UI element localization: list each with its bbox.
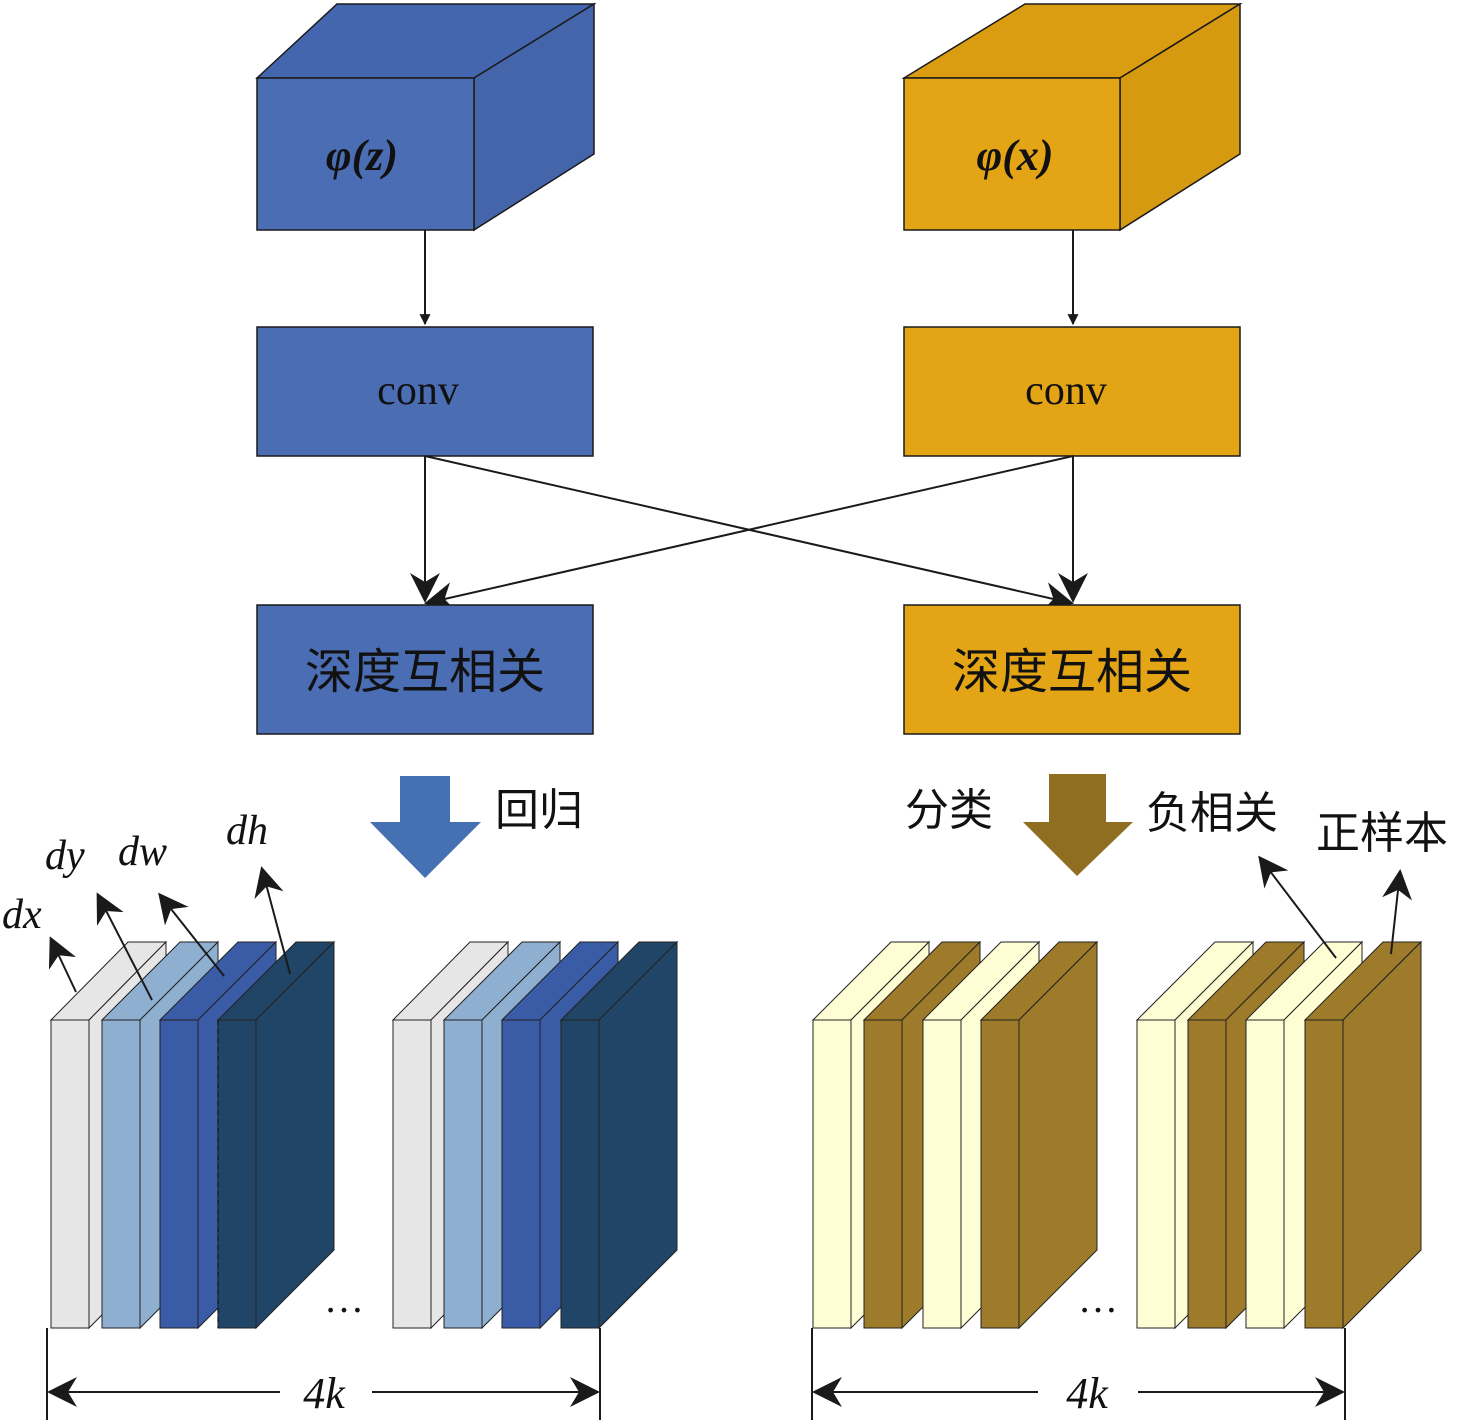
xcorr-box-right: 深度互相关: [903, 604, 1241, 735]
pointer-negative: [1258, 855, 1337, 959]
feature-label-x: φ(x): [976, 131, 1053, 180]
arrow-conv-right-to-xcorr-left: [424, 455, 1074, 612]
slice-dh-front: [217, 1019, 257, 1329]
slice-brown-1-front: [863, 1019, 903, 1329]
slice-label-dx: dx: [2, 892, 42, 938]
positive-label: 正样本: [1316, 808, 1448, 859]
slice-brown-3-front: [1187, 1019, 1227, 1329]
classification-ellipsis: …: [1078, 1276, 1118, 1321]
pointer-positive: [1382, 869, 1412, 955]
classification-slices-group-2: [1135, 940, 1423, 1330]
classification-width-dimension: 4k: [811, 1328, 1346, 1420]
slice-brown-4: [1303, 940, 1423, 1330]
classification-label: 分类: [905, 785, 993, 836]
slice-label-dy: dy: [45, 833, 85, 879]
slice-dw-front: [159, 1019, 199, 1329]
slice-label-dw: dw: [118, 829, 167, 875]
pointer-dx: [48, 936, 77, 993]
classification-down-arrow: [1023, 774, 1133, 876]
pointer-dw: [158, 892, 225, 977]
conv-box-left: conv: [256, 326, 594, 457]
xcorr-left-rect: [256, 604, 594, 735]
xcorr-right-label: 深度互相关: [952, 644, 1192, 700]
conv-left-rect: [256, 326, 594, 457]
slice-gray-2-front: [392, 1019, 432, 1329]
regression-slices-group-2: [391, 940, 679, 1330]
regression-label: 回归: [495, 785, 583, 836]
regression-width-dimension: 4k: [46, 1328, 601, 1420]
regression-down-arrow: [370, 776, 481, 878]
dim-left-label: 4k: [303, 1369, 346, 1418]
cube-x-front: [903, 77, 1121, 231]
pointer-dy: [96, 892, 153, 1001]
negative-label: 负相关: [1146, 788, 1278, 839]
classification-slices-group-1: [811, 940, 1099, 1330]
slice-cream-1-front: [812, 1019, 852, 1329]
slice-brown-2-front: [980, 1019, 1020, 1329]
feature-cube-z: φ(z): [255, 2, 597, 232]
regression-slices-group-1: [49, 940, 336, 1330]
slice-label-dh: dh: [226, 808, 268, 854]
slice-brown-2: [979, 940, 1099, 1330]
conv-right-rect: [903, 326, 1241, 457]
slice-darkblue-2: [559, 940, 679, 1330]
slice-lightblue-2-front: [443, 1019, 483, 1329]
slice-cream-2-front: [922, 1019, 962, 1329]
conv-right-label: conv: [1025, 368, 1107, 414]
conv-box-right: conv: [903, 326, 1241, 457]
pointer-dh: [254, 866, 291, 975]
slice-darkblue-2-front: [560, 1019, 600, 1329]
slice-brown-4-front: [1304, 1019, 1344, 1329]
slice-dh: [216, 940, 336, 1330]
feature-cube-x: φ(x): [901, 2, 1243, 232]
regression-ellipsis: …: [324, 1276, 364, 1321]
cube-z-front: [256, 77, 475, 231]
slice-midblue-2-front: [501, 1019, 541, 1329]
feature-label-z: φ(z): [326, 131, 398, 180]
conv-left-label: conv: [377, 368, 459, 414]
dim-right-label: 4k: [1066, 1369, 1109, 1418]
xcorr-box-left: 深度互相关: [256, 604, 594, 735]
xcorr-right-rect: [903, 604, 1241, 735]
slice-cream-4-front: [1245, 1019, 1285, 1329]
slice-cream-3-front: [1136, 1019, 1176, 1329]
xcorr-left-label: 深度互相关: [305, 644, 545, 700]
slice-dy-front: [101, 1019, 141, 1329]
slice-dx-front: [50, 1019, 90, 1329]
